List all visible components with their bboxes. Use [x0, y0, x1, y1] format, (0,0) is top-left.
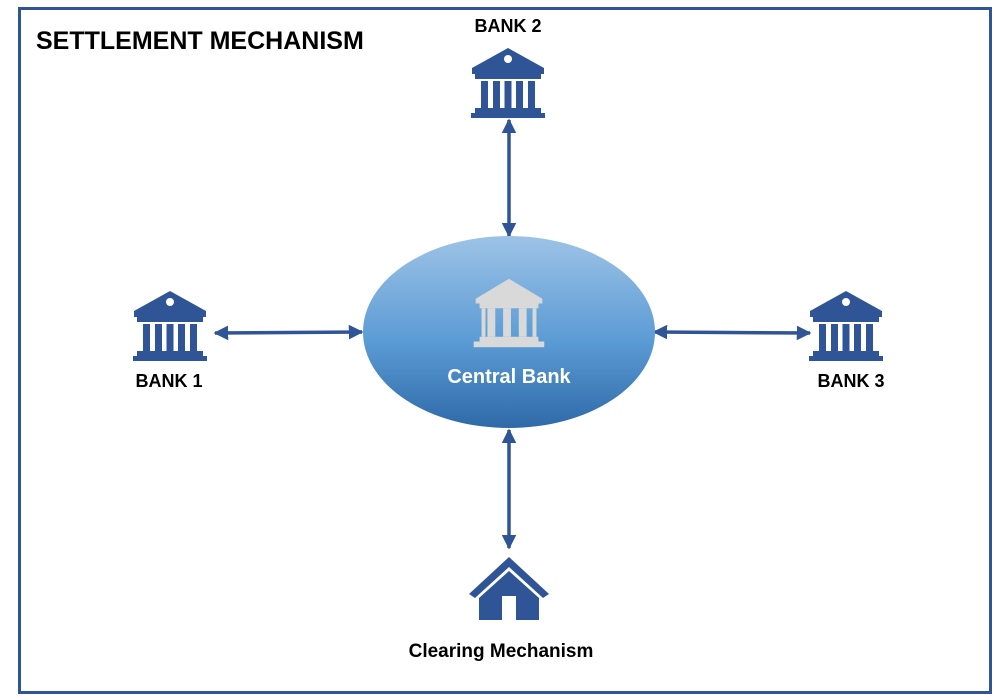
diagram-frame: [18, 7, 992, 694]
central-bank-icon: [473, 278, 545, 348]
edge-bank3-center: [652, 324, 812, 341]
bank3-label: BANK 3: [817, 371, 885, 391]
edge-bank1-center: [213, 324, 364, 341]
bank2-icon: [471, 48, 545, 118]
clearing-mechanism-label: Clearing Mechanism: [408, 641, 594, 662]
bank1-label: BANK 1: [135, 371, 203, 391]
bank3-icon: [809, 291, 883, 361]
bank1-icon: [133, 291, 207, 361]
clearing-house-icon: [469, 557, 549, 620]
central-bank-label: Central Bank: [447, 366, 571, 388]
bank2-label: BANK 2: [474, 16, 542, 36]
diagram-title: SETTLEMENT MECHANISM: [36, 27, 364, 55]
